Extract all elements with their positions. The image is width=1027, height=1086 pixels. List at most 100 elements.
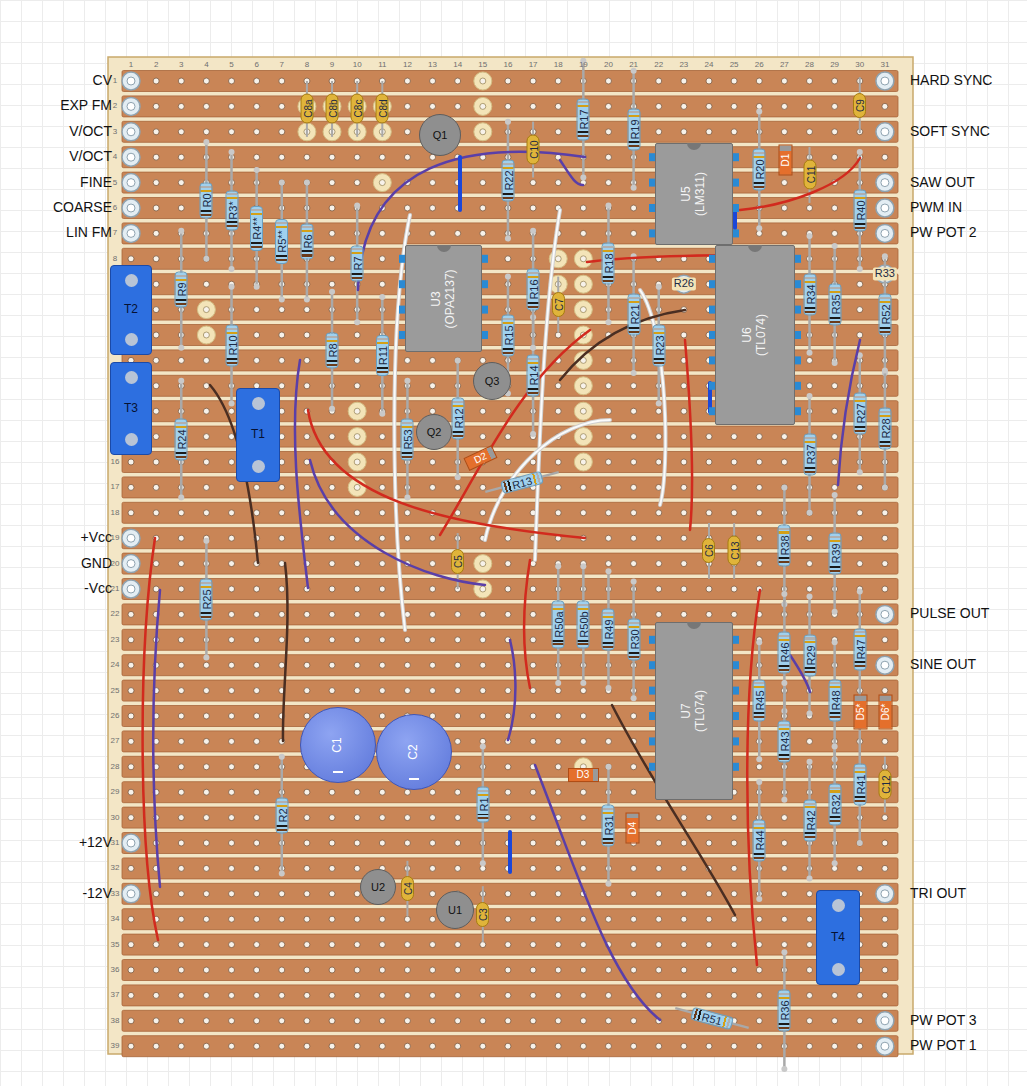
hole bbox=[731, 586, 737, 592]
resistor-body: R31 bbox=[602, 804, 615, 846]
hole bbox=[430, 637, 436, 643]
part-label: R5** bbox=[276, 220, 289, 263]
resistor-body: R16 bbox=[527, 268, 540, 310]
hole bbox=[153, 992, 159, 998]
grid-number: 3 bbox=[179, 61, 183, 69]
hole bbox=[128, 891, 134, 897]
hole bbox=[430, 561, 436, 567]
hole bbox=[178, 510, 184, 516]
lead-end bbox=[254, 284, 260, 290]
hole bbox=[379, 713, 385, 719]
lead-end bbox=[229, 284, 235, 290]
part-label: C8c bbox=[352, 95, 365, 123]
pad-label: R33 bbox=[873, 267, 897, 280]
part-label: R20 bbox=[754, 150, 767, 190]
hole bbox=[455, 357, 461, 363]
hole bbox=[178, 916, 184, 922]
capacitor-body: C3 bbox=[476, 902, 489, 927]
connector-pad bbox=[876, 1037, 894, 1055]
hole bbox=[203, 662, 209, 668]
hole bbox=[203, 307, 209, 313]
hole bbox=[580, 942, 586, 948]
track-cut bbox=[197, 326, 215, 344]
pad-hole bbox=[881, 77, 889, 85]
hole bbox=[756, 459, 762, 465]
hole bbox=[128, 1018, 134, 1024]
track-cut bbox=[574, 275, 592, 293]
connector-label: PW POT 3 bbox=[910, 1013, 977, 1028]
connector-label: COARSE bbox=[53, 200, 112, 215]
copper-strip bbox=[122, 807, 898, 828]
hole bbox=[555, 764, 561, 770]
hole bbox=[128, 1043, 134, 1049]
hole bbox=[530, 637, 536, 643]
part-label: C8d bbox=[377, 95, 390, 123]
hole bbox=[882, 230, 888, 236]
connector-pad bbox=[876, 1012, 894, 1030]
hole bbox=[605, 561, 611, 567]
hole bbox=[480, 1018, 486, 1024]
wire-group bbox=[143, 152, 860, 1020]
hole bbox=[656, 942, 662, 948]
hole bbox=[128, 916, 134, 922]
hole bbox=[706, 1043, 712, 1049]
hole bbox=[681, 484, 687, 490]
hole bbox=[681, 1043, 687, 1049]
hole bbox=[706, 840, 712, 846]
part-label: R41 bbox=[854, 765, 867, 805]
connector-pad bbox=[876, 199, 894, 217]
hole bbox=[430, 891, 436, 897]
hole bbox=[656, 891, 662, 897]
hole bbox=[430, 484, 436, 490]
grid-number: 1 bbox=[113, 77, 117, 85]
resistor-body: R52 bbox=[878, 294, 891, 336]
hole bbox=[505, 256, 511, 262]
part-label: D1 bbox=[779, 154, 791, 167]
grid-number: 22 bbox=[654, 61, 663, 69]
hole bbox=[731, 1043, 737, 1049]
trimmer-pad bbox=[252, 397, 265, 410]
wire bbox=[524, 560, 530, 688]
hole bbox=[505, 408, 511, 414]
part-label: R46 bbox=[779, 633, 792, 673]
hole bbox=[229, 891, 235, 897]
hole bbox=[832, 1043, 838, 1049]
hole bbox=[178, 561, 184, 567]
copper-strip bbox=[122, 71, 898, 92]
transistor: Q2 bbox=[416, 414, 452, 450]
wire bbox=[283, 563, 288, 741]
resistor-body: R35 bbox=[828, 284, 841, 326]
hole bbox=[128, 459, 134, 465]
hole bbox=[656, 561, 662, 567]
pad-hole bbox=[127, 534, 135, 542]
track-cut bbox=[348, 402, 366, 420]
hole bbox=[178, 180, 184, 186]
hole bbox=[605, 891, 611, 897]
connector-pad bbox=[122, 123, 140, 141]
hole bbox=[505, 586, 511, 592]
lead-end bbox=[329, 289, 335, 295]
hole bbox=[656, 459, 662, 465]
resistor-body: R43 bbox=[778, 720, 791, 762]
hole bbox=[580, 688, 586, 694]
grid-number: 24 bbox=[111, 661, 120, 669]
hole bbox=[329, 1018, 335, 1024]
hole bbox=[254, 916, 260, 922]
hole bbox=[480, 180, 486, 186]
part-label: R29 bbox=[804, 635, 817, 675]
grid-number: 19 bbox=[111, 534, 120, 542]
hole bbox=[706, 891, 712, 897]
hole bbox=[379, 1018, 385, 1024]
hole bbox=[631, 967, 637, 973]
pad-hole bbox=[127, 585, 135, 593]
pad-hole bbox=[127, 560, 135, 568]
trimmer: T3 bbox=[110, 362, 152, 455]
hole bbox=[404, 789, 410, 795]
hole bbox=[379, 510, 385, 516]
hole bbox=[203, 332, 209, 338]
label-stack: C2 bbox=[407, 744, 421, 759]
jumper-link bbox=[508, 832, 512, 872]
hole bbox=[229, 408, 235, 414]
connector-pad bbox=[122, 885, 140, 903]
hole bbox=[279, 332, 285, 338]
